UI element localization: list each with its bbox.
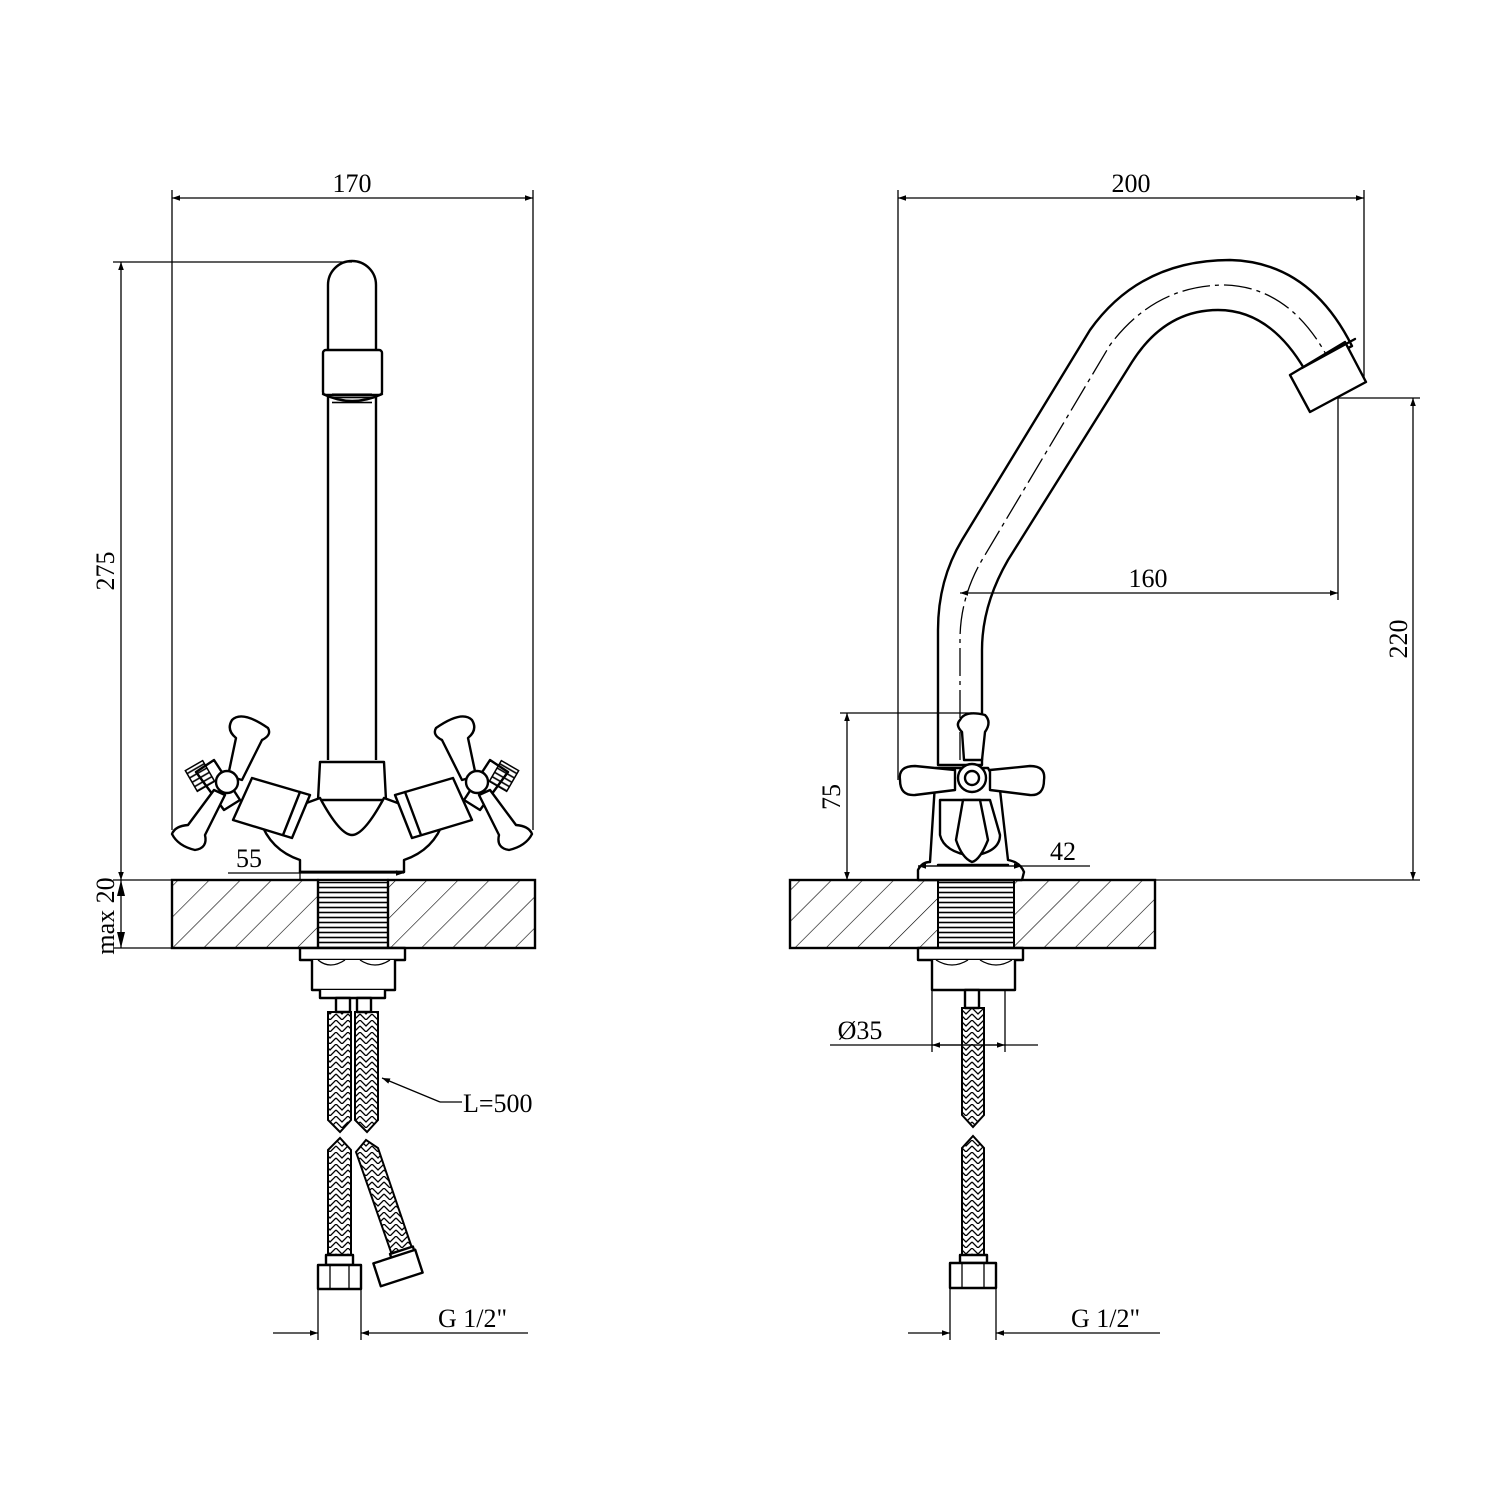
- spout-front: [321, 259, 384, 760]
- dim-deck-max-20: max 20: [91, 877, 120, 954]
- dim-spout-height-220: 220: [1384, 620, 1413, 659]
- front-view: 170 275 55 max 20 L=500 G 1/2": [91, 169, 537, 1340]
- dim-handle-height-75: 75: [817, 784, 846, 810]
- left-cross-handle: [170, 715, 271, 852]
- aerator-front: [321, 348, 384, 397]
- valve-body-front: [231, 760, 474, 874]
- dim-reach-200: 200: [1112, 169, 1151, 198]
- dim-height-275: 275: [91, 552, 120, 591]
- side-dimensions: [790, 190, 1420, 1340]
- swan-neck-spout: [936, 258, 1368, 767]
- side-view: 200 160 220 75 42 Ø35 G 1/2": [788, 169, 1420, 1340]
- aerator-side: [1288, 340, 1368, 414]
- hose-side: [948, 988, 998, 1290]
- countertop-side: [788, 878, 1157, 950]
- dim-hose-length: L=500: [463, 1089, 533, 1118]
- mounting-nut-front: [298, 946, 407, 1000]
- right-cross-handle: [433, 715, 534, 852]
- dim-body-42: 42: [1050, 837, 1076, 866]
- dim-spacing-55: 55: [236, 844, 262, 873]
- mounting-nut-side: [916, 946, 1025, 992]
- hoses-front: [316, 996, 424, 1291]
- dim-width-170: 170: [333, 169, 372, 198]
- countertop-front: [170, 878, 537, 950]
- side-cross-handle: [898, 712, 1046, 864]
- dim-thread-side: G 1/2": [1071, 1304, 1140, 1333]
- dim-thread-front: G 1/2": [438, 1304, 507, 1333]
- dim-shank-diameter: Ø35: [838, 1016, 883, 1045]
- dim-reach-160: 160: [1129, 564, 1168, 593]
- front-dimensions: [113, 190, 534, 1340]
